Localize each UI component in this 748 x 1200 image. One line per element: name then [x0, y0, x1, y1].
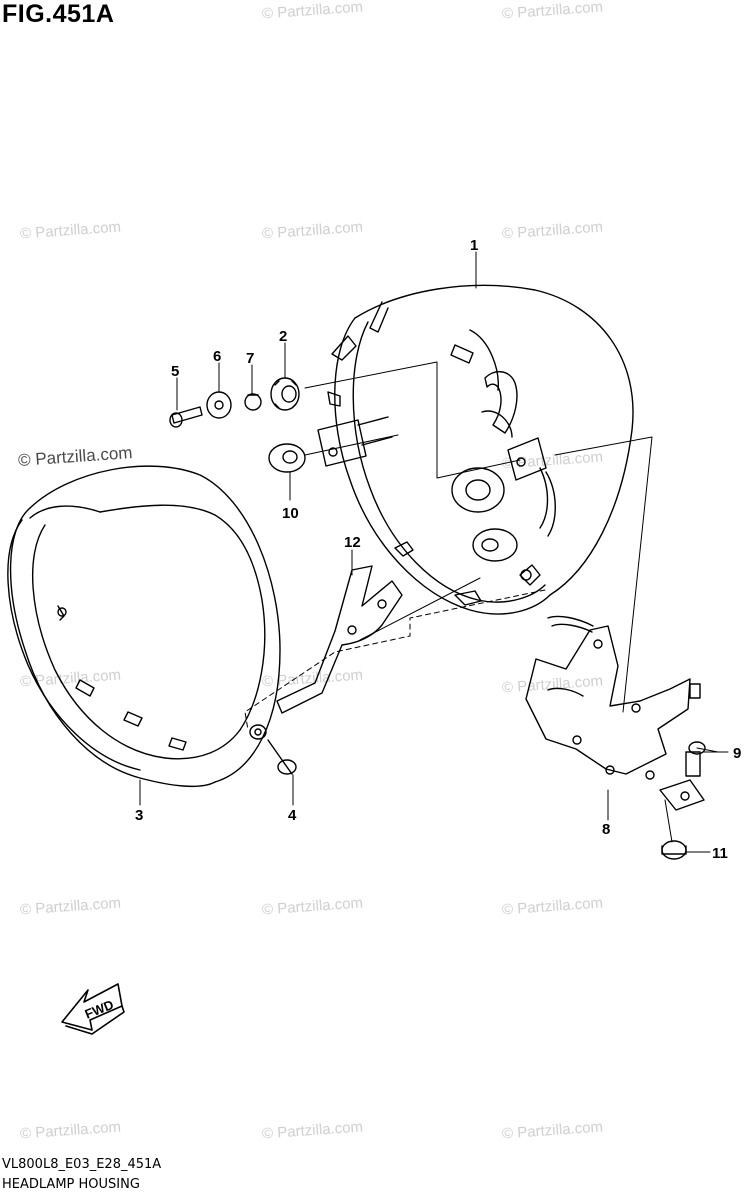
- grommet-part-2: [270, 377, 300, 411]
- callout-7: 7: [246, 350, 254, 367]
- callout-1: 1: [470, 237, 478, 254]
- figure-name: HEADLAMP HOUSING: [2, 1177, 140, 1192]
- figure-title: FIG.451A: [2, 0, 115, 28]
- collar-part-7: [244, 393, 262, 411]
- callout-5: 5: [171, 363, 179, 380]
- callout-2: 2: [279, 328, 287, 345]
- callout-4: 4: [288, 807, 297, 824]
- leader-lines: [139, 251, 729, 853]
- callout-6: 6: [213, 348, 221, 365]
- callout-9: 9: [733, 745, 741, 762]
- callout-8: 8: [602, 821, 610, 838]
- fwd-arrow: [61, 983, 125, 1035]
- callout-12: 12: [344, 534, 361, 551]
- washer-part-6: [206, 391, 232, 419]
- bolt-part-9: [685, 741, 706, 777]
- screw-part-4: [267, 739, 297, 775]
- assembly-lines: [244, 361, 719, 843]
- nut-part-11: [661, 840, 687, 860]
- figure-code: VL800L8_E03_E28_451A: [2, 1157, 162, 1172]
- callout-10: 10: [282, 505, 299, 522]
- bracket-part-8: [525, 615, 705, 811]
- headlamp-rim-part: [7, 465, 281, 787]
- bracket-part-12: [276, 565, 403, 714]
- headlamp-housing-part: [317, 284, 634, 615]
- cushion-part-10: [268, 443, 306, 473]
- bolt-part-5: [169, 406, 203, 428]
- callout-11: 11: [712, 845, 728, 862]
- callout-3: 3: [135, 807, 143, 824]
